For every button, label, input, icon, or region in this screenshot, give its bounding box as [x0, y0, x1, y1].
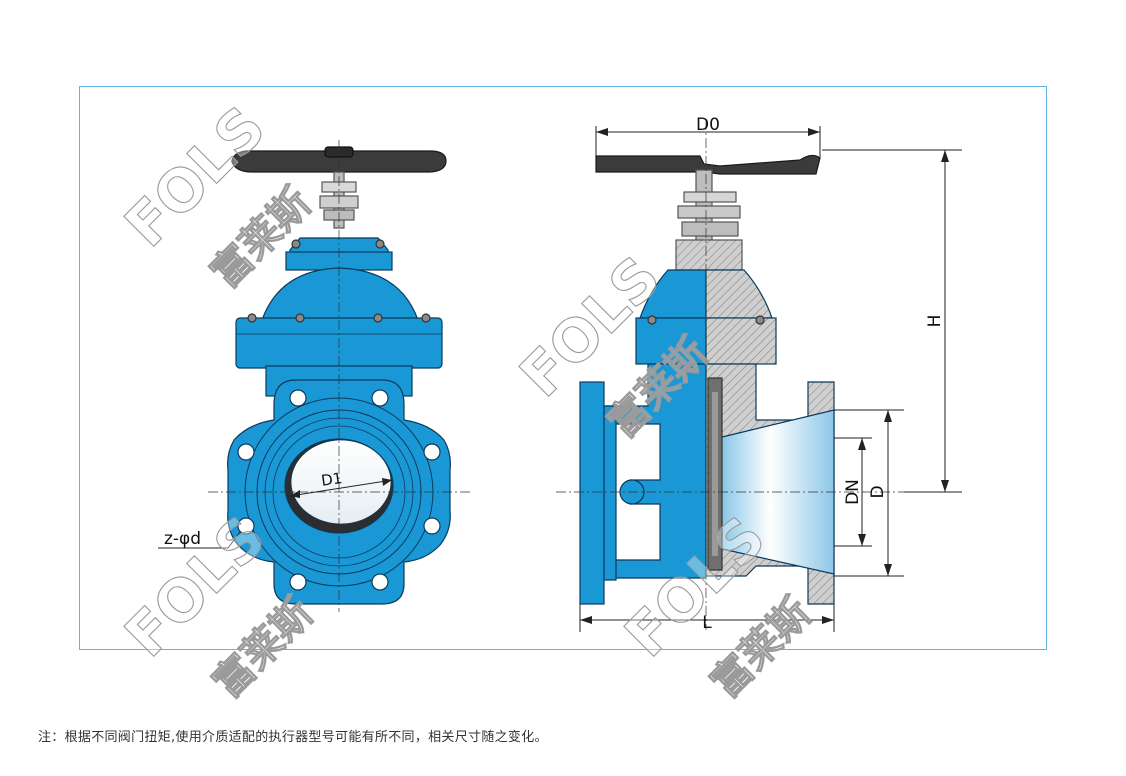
side-dimensions	[579, 126, 962, 632]
side-handwheel	[595, 154, 821, 175]
side-view	[556, 120, 950, 630]
front-centerlines	[208, 140, 470, 612]
footnote: 注：根据不同阀门扭矩,使用介质适配的执行器型号可能有所不同，相关尺寸随之变化。	[38, 730, 548, 745]
front-view	[158, 140, 470, 612]
length-label: L	[702, 613, 712, 633]
d-label: D	[868, 485, 888, 498]
d0-label: D0	[696, 115, 720, 135]
d1-dimension-line	[289, 479, 393, 497]
side-bonnet-section	[705, 269, 773, 319]
front-bolt-holes	[237, 389, 441, 591]
front-bonnet	[261, 267, 419, 321]
height-label: H	[925, 315, 945, 328]
side-bonnet-flange	[635, 317, 707, 365]
side-left-flange	[579, 381, 605, 605]
d1-label: D1	[320, 469, 343, 490]
bolt-holes-label: z-φd	[164, 529, 201, 549]
side-centerlines	[556, 120, 950, 630]
dn-label: DN	[843, 479, 863, 505]
drawing-frame	[79, 86, 1047, 650]
